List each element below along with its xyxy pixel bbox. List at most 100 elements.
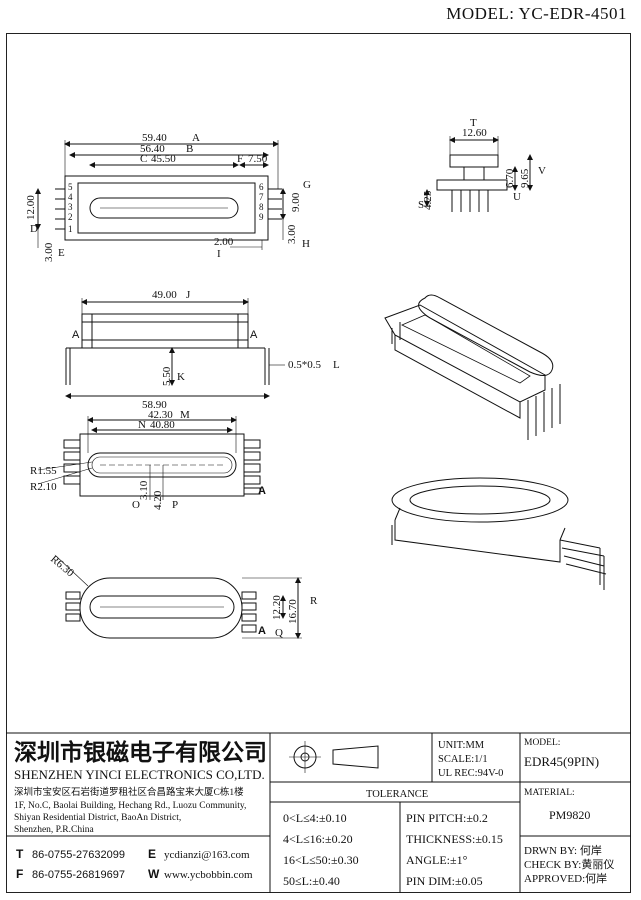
dim-bottom-inner: 40.80 <box>150 419 175 431</box>
dim-standoff: 2.00 <box>214 236 234 248</box>
dim-side-height: 9.65 <box>519 168 531 188</box>
address-en-line1: 1F, No.C, Baolai Building, Hechang Rd., … <box>14 801 246 811</box>
model-value: EDR45(9PIN) <box>524 754 599 769</box>
side-view-flange <box>449 154 499 168</box>
website-key: W <box>148 867 160 881</box>
marker-g: G <box>303 179 311 191</box>
spec-pin-dim: PIN DIM:±0.05 <box>406 874 483 888</box>
pin-label-8: 8 <box>259 202 264 212</box>
material-value: PM9820 <box>549 808 590 822</box>
dim-pin-span-left: 12.00 <box>25 195 37 220</box>
address-cn: 深圳市宝安区石岩街道罗租社区合昌路宝来大厦C栋1楼 <box>14 786 244 798</box>
fax-key: F <box>16 867 23 881</box>
cap-view-outline <box>79 577 243 639</box>
dim-bottom-outer: 42.30 <box>148 409 173 421</box>
dim-front-overall: 58.90 <box>142 399 167 411</box>
marker-l: L <box>333 359 340 371</box>
bottom-view-slot <box>87 452 237 478</box>
dim-overall-length: 59.40 <box>142 132 167 144</box>
pin-label-5: 5 <box>68 182 73 192</box>
marker-i: I <box>217 248 221 260</box>
model-label: MODEL: <box>524 738 560 748</box>
marker-j: J <box>186 289 191 301</box>
pin-label-9: 9 <box>259 212 264 222</box>
marker-o: O <box>132 499 140 511</box>
section-a-right: A <box>250 329 258 341</box>
top-view-slot <box>89 197 239 219</box>
dim-pin-span-right: 9.00 <box>290 192 302 212</box>
dim-side-width: 12.60 <box>462 127 487 139</box>
bottom-view <box>37 416 261 500</box>
tolerance-2: 4<L≤16:±0.20 <box>283 832 353 846</box>
dim-pin-offset-left: 3.00 <box>43 242 55 262</box>
marker-p: P <box>172 499 178 511</box>
dim-slot-inner-width: 3.10 <box>138 480 150 500</box>
dim-front-length: 49.00 <box>152 289 177 301</box>
address-en-line2: Shiyan Residential District, BaoAn Distr… <box>14 813 181 823</box>
marker-b: B <box>186 143 193 155</box>
phone-value: 86-0755-27632099 <box>32 849 125 861</box>
tolerance-4: 50≤L:±0.40 <box>283 874 340 888</box>
pin-label-2: 2 <box>68 212 73 222</box>
dim-front-height: 5.50 <box>161 366 173 386</box>
drawing-frame <box>6 33 631 893</box>
dim-body-length: 56.40 <box>140 143 165 155</box>
marker-s: S <box>418 199 424 211</box>
iso-view-bottom <box>391 477 607 590</box>
company-name-en: SHENZHEN YINCI ELECTRONICS CO,LTD. <box>14 767 265 782</box>
fax-value: 86-0755-26819697 <box>32 869 125 881</box>
marker-v: V <box>538 165 546 177</box>
dim-slot-outer-width: 4.20 <box>152 490 164 510</box>
pin-label-6: 6 <box>259 182 264 192</box>
side-view-base <box>436 179 508 191</box>
email-key: E <box>148 847 156 861</box>
marker-f: F <box>237 153 243 165</box>
phone-key: T <box>16 847 24 861</box>
marker-h: H <box>302 238 310 250</box>
spec-pin-pitch: PIN PITCH:±0.2 <box>406 811 488 825</box>
cap-view-label: A <box>258 625 266 637</box>
bottom-view-label: A <box>258 485 266 497</box>
dim-radius-outer: R2.10 <box>30 481 57 493</box>
section-a-left: A <box>72 329 80 341</box>
cap-view <box>55 555 302 639</box>
unit-label: UNIT:MM <box>438 740 485 751</box>
dim-cap-outer: 16.70 <box>287 599 299 624</box>
side-view <box>424 136 533 212</box>
address-en-line3: Shenzhen, P.R.China <box>14 825 94 835</box>
title-block <box>6 732 631 893</box>
dim-flange: 7.50 <box>248 153 268 165</box>
drawing-model-title: MODEL: YC-EDR-4501 <box>446 4 627 23</box>
company-name-cn: 深圳市银磁电子有限公司 <box>14 739 267 765</box>
top-view-body <box>64 175 269 241</box>
front-view-body <box>81 313 249 349</box>
dim-pin-size: 0.5*0.5 <box>288 359 322 371</box>
website-value: www.ycbobbin.com <box>164 869 253 881</box>
pin-label-3: 3 <box>68 202 73 212</box>
tolerance-1: 0<L≤4:±0.10 <box>283 811 347 825</box>
marker-r: R <box>310 595 318 607</box>
scale-label: SCALE:1/1 <box>438 754 488 765</box>
pin-label-4: 4 <box>68 192 73 202</box>
marker-u: U <box>513 191 521 203</box>
dim-pin-offset-right: 3.00 <box>286 224 298 244</box>
front-view <box>65 298 285 399</box>
check-by: CHECK BY:黄丽仪 <box>524 857 614 871</box>
dim-cap-inner: 12.20 <box>271 595 283 620</box>
marker-c: C <box>140 153 147 165</box>
top-view <box>35 140 286 250</box>
tolerance-title: TOLERANCE <box>366 789 428 800</box>
dim-cap-radius: R6.30 <box>48 553 76 580</box>
top-view-inner <box>77 182 256 234</box>
marker-t: T <box>470 117 477 129</box>
pin-label-1: 1 <box>68 224 73 234</box>
ul-rec-label: UL REC:94V-0 <box>438 768 503 779</box>
dim-side-base: 4.25 <box>422 190 434 210</box>
marker-n: N <box>138 419 146 431</box>
pin-label-7: 7 <box>259 192 264 202</box>
approved-by: APPROVED:何岸 <box>524 872 607 885</box>
marker-k: K <box>177 371 185 383</box>
dim-radius-inner: R1.55 <box>30 465 57 477</box>
marker-e: E <box>58 247 65 259</box>
spec-angle: ANGLE:±1° <box>406 853 468 867</box>
